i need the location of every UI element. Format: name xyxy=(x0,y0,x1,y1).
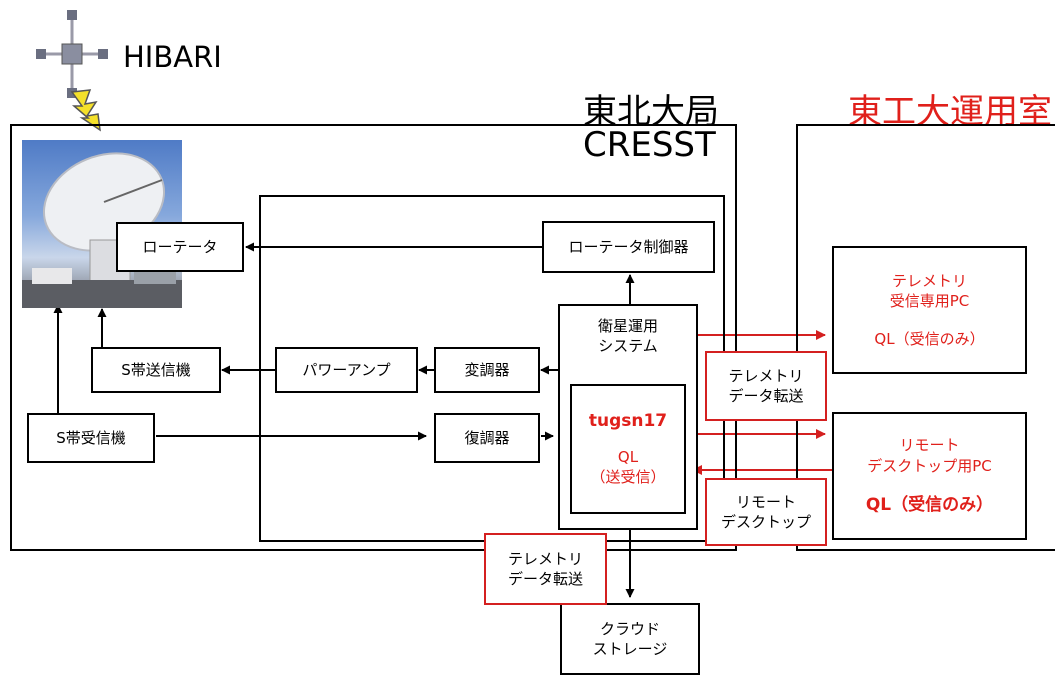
tugsn17-mode: （送受信） xyxy=(590,468,666,487)
rotator-controller-box: ローテータ制御器 xyxy=(542,221,715,273)
power-amp-box: パワーアンプ xyxy=(275,347,418,393)
satellite-icon xyxy=(36,10,108,98)
telemetry-receive-pc-box: テレメトリ 受信専用PC QL（受信のみ） xyxy=(832,246,1027,374)
tugsn17-ql: QL xyxy=(617,448,639,467)
telemetry-transfer-label-down: テレメトリ データ転送 xyxy=(484,533,607,605)
demodulator-box: 復調器 xyxy=(434,413,540,463)
tohoku-station-subtitle: CRESST xyxy=(583,125,716,165)
cloud-storage-box: クラウド ストレージ xyxy=(560,603,700,675)
tohoku-station-frame xyxy=(10,124,737,551)
tugsn17-box: tugsn17 QL （送受信） xyxy=(570,384,686,514)
s-band-receiver-box: S帯受信機 xyxy=(27,413,155,463)
modulator-box: 変調器 xyxy=(434,347,540,393)
remote-desktop-label: リモート デスクトップ xyxy=(705,478,827,546)
tugsn17-name: tugsn17 xyxy=(588,411,668,432)
s-band-transmitter-box: S帯送信機 xyxy=(91,347,221,393)
rotator-box: ローテータ xyxy=(116,222,244,272)
remote-desktop-pc-box: リモート デスクトップ用PC QL（受信のみ） xyxy=(832,412,1027,540)
lightning-icon xyxy=(70,89,101,132)
satellite-name: HIBARI xyxy=(123,40,222,74)
titech-ops-room-frame xyxy=(796,124,1055,551)
telemetry-transfer-label-right: テレメトリ データ転送 xyxy=(705,351,827,421)
